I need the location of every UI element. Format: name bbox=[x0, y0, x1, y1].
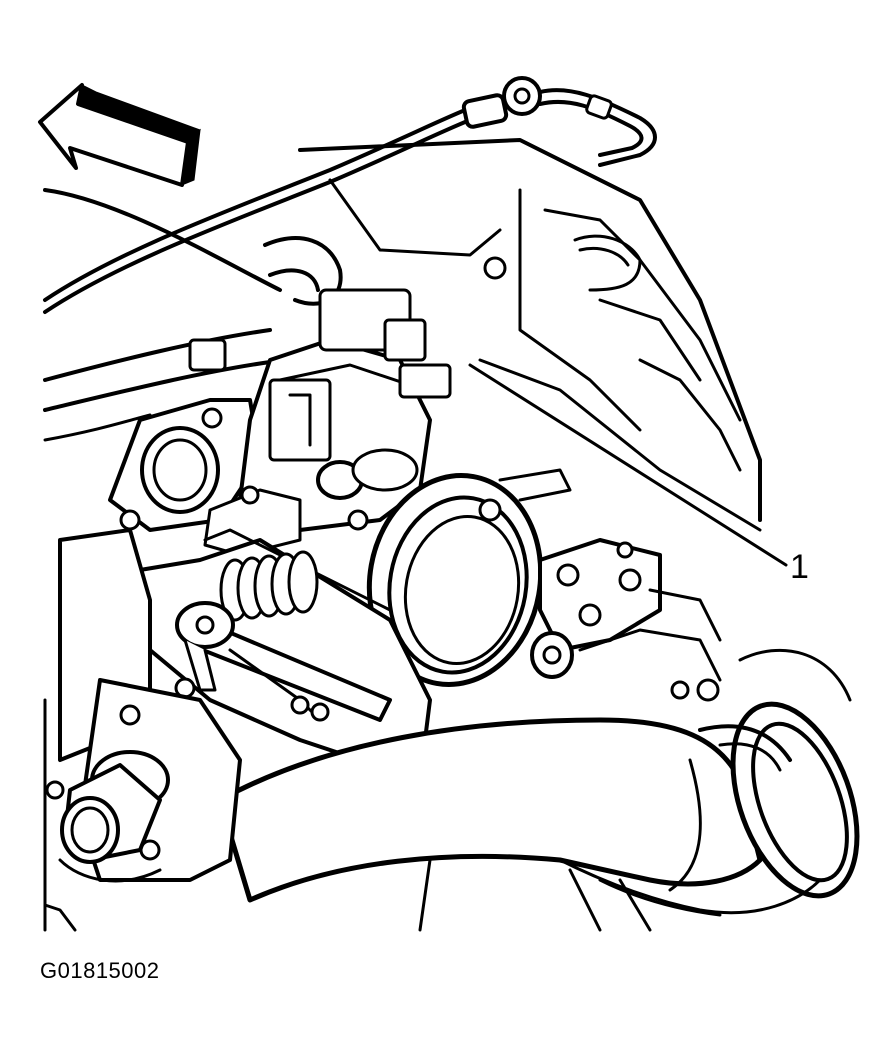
right-flange bbox=[530, 538, 722, 702]
left-hoses bbox=[43, 188, 343, 442]
callout-leader-line bbox=[468, 363, 788, 567]
throttle-lever-bracket bbox=[138, 528, 432, 782]
coolant-fitting bbox=[43, 528, 242, 932]
fuel-line bbox=[43, 76, 657, 314]
throttle-body bbox=[108, 288, 452, 557]
throttle-bore bbox=[347, 468, 572, 687]
callout-label: 1 bbox=[790, 548, 809, 586]
intake-manifold bbox=[298, 138, 762, 532]
air-intake-duct bbox=[217, 648, 860, 932]
throttle-return-spring bbox=[219, 550, 319, 622]
figure-id: G01815002 bbox=[40, 958, 160, 983]
forward-direction-arrow-icon bbox=[38, 83, 201, 187]
